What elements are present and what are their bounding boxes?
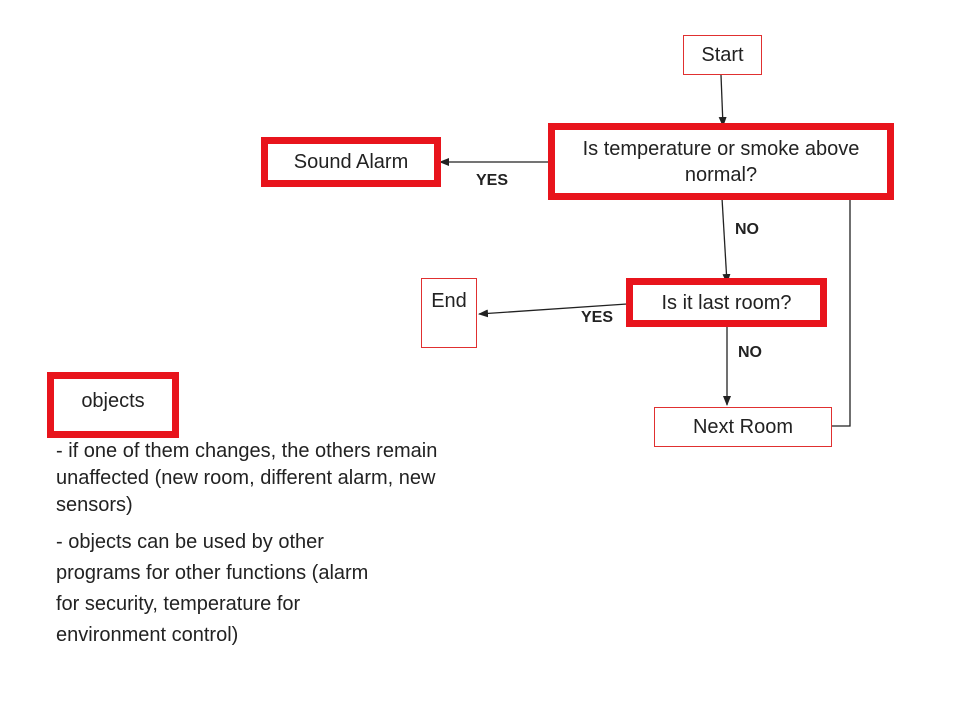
objects-label: objects: [81, 390, 145, 412]
sound-alarm-label: Sound Alarm: [293, 151, 409, 173]
sound-alarm-node: Sound Alarm: [261, 137, 441, 187]
room-yes-label: YES: [581, 309, 614, 326]
end-label: End: [431, 290, 467, 312]
objects-box: objects: [47, 372, 179, 438]
room-no-label: NO: [738, 344, 762, 361]
next-room-label: Next Room: [692, 416, 794, 438]
decision-last-room-label: Is it last room?: [661, 291, 792, 314]
decision-temperature-smoke: Is temperature or smoke above normal?: [548, 123, 894, 200]
temp-yes-label: YES: [476, 172, 509, 189]
note-reuse: - objects can be used by other programs …: [56, 531, 369, 646]
arrow-loop-next-to-decision: [832, 158, 890, 427]
note-unaffected: - if one of them changes, the others rem…: [56, 440, 438, 516]
next-room-node: Next Room: [654, 407, 832, 447]
start-node: Start: [683, 35, 762, 75]
arrow-decision-to-last-room: [721, 197, 731, 284]
temp-no-label: NO: [735, 221, 759, 238]
start-label: Start: [701, 44, 744, 66]
decision-temperature-label: Is temperature or smoke above normal?: [582, 137, 860, 186]
end-node: End: [421, 278, 477, 348]
arrow-last-room-to-end: [478, 303, 628, 318]
decision-last-room: Is it last room?: [626, 278, 827, 327]
arrow-start-to-decision: [718, 74, 727, 127]
